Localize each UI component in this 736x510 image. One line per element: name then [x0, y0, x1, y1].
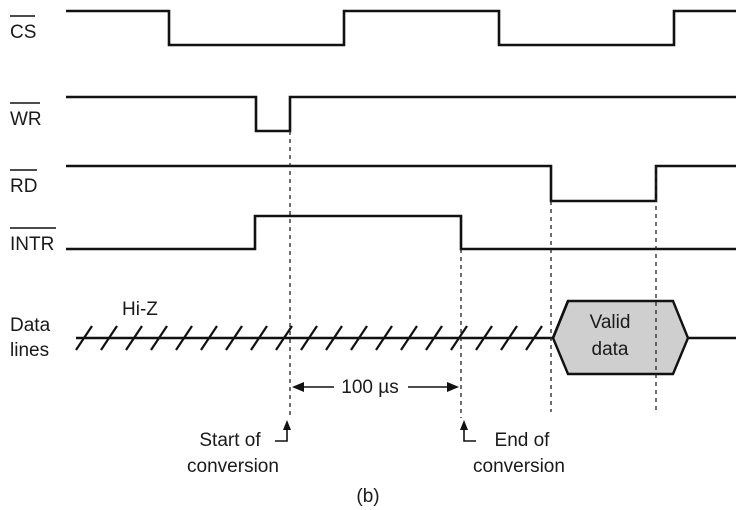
signal-labels: CS WR RD INTR Data lines [10, 15, 56, 361]
interval-arrowhead-right [447, 382, 459, 392]
start-label-1: Start of [199, 430, 261, 451]
hi-z-hatch-mark [100, 325, 118, 351]
end-label-2: conversion [473, 456, 565, 477]
end-pointer-arrowhead [460, 420, 468, 430]
hi-z-hatch-mark [200, 325, 218, 351]
intr-label: INTR [10, 234, 54, 255]
guide-lines [289, 131, 657, 418]
interval-label: 100 µs [341, 377, 398, 398]
cs-label: CS [10, 22, 36, 43]
end-label-1: End of [495, 430, 551, 451]
hi-z-hatch-mark [350, 325, 368, 351]
hi-z-hatch-mark [425, 325, 443, 351]
wr-label: WR [10, 109, 42, 130]
valid-data-label-2: data [592, 339, 629, 360]
hi-z-hatch-mark [525, 325, 543, 351]
data-lines-label-2: lines [10, 340, 49, 361]
data-lines-waveform [75, 299, 736, 376]
data-lines-label-1: Data [10, 315, 51, 336]
end-pointer [460, 420, 476, 442]
start-pointer [275, 420, 291, 442]
interval-dimension: 100 µs [292, 377, 459, 398]
hi-z-hatch-mark [75, 325, 93, 351]
hi-z-hatch-mark [225, 325, 243, 351]
hi-z-hatch-mark [275, 325, 293, 351]
interval-arrowhead-left [292, 382, 304, 392]
valid-data-label-1: Valid [590, 312, 631, 333]
hi-z-hatch-mark [150, 325, 168, 351]
rd-waveform [66, 164, 736, 203]
valid-left-edge-up [551, 300, 570, 339]
hi-z-label: Hi-Z [122, 299, 158, 320]
hi-z-hatch-mark [500, 325, 518, 351]
end-pointer-line [463, 428, 476, 442]
hi-z-hatch-mark [300, 325, 318, 351]
intr-waveform [66, 214, 736, 251]
hi-z-hatch-mark [375, 325, 393, 351]
start-pointer-arrowhead [283, 420, 291, 430]
hi-z-hatch-mark [400, 325, 418, 351]
hi-z-hatch-mark [475, 325, 493, 351]
cs-waveform [66, 9, 736, 47]
figure-caption: (b) [356, 486, 379, 507]
hi-z-hatch-mark [175, 325, 193, 351]
hi-z-hatch-mark [250, 325, 268, 351]
hi-z-hatch-mark [125, 325, 143, 351]
hi-z-hatch-mark [325, 325, 343, 351]
hi-z-hatching [75, 325, 543, 351]
rd-label: RD [10, 176, 37, 197]
start-pointer-line [275, 428, 288, 442]
start-label-2: conversion [187, 456, 279, 477]
hi-z-hatch-mark [450, 325, 468, 351]
wr-waveform [66, 95, 736, 133]
